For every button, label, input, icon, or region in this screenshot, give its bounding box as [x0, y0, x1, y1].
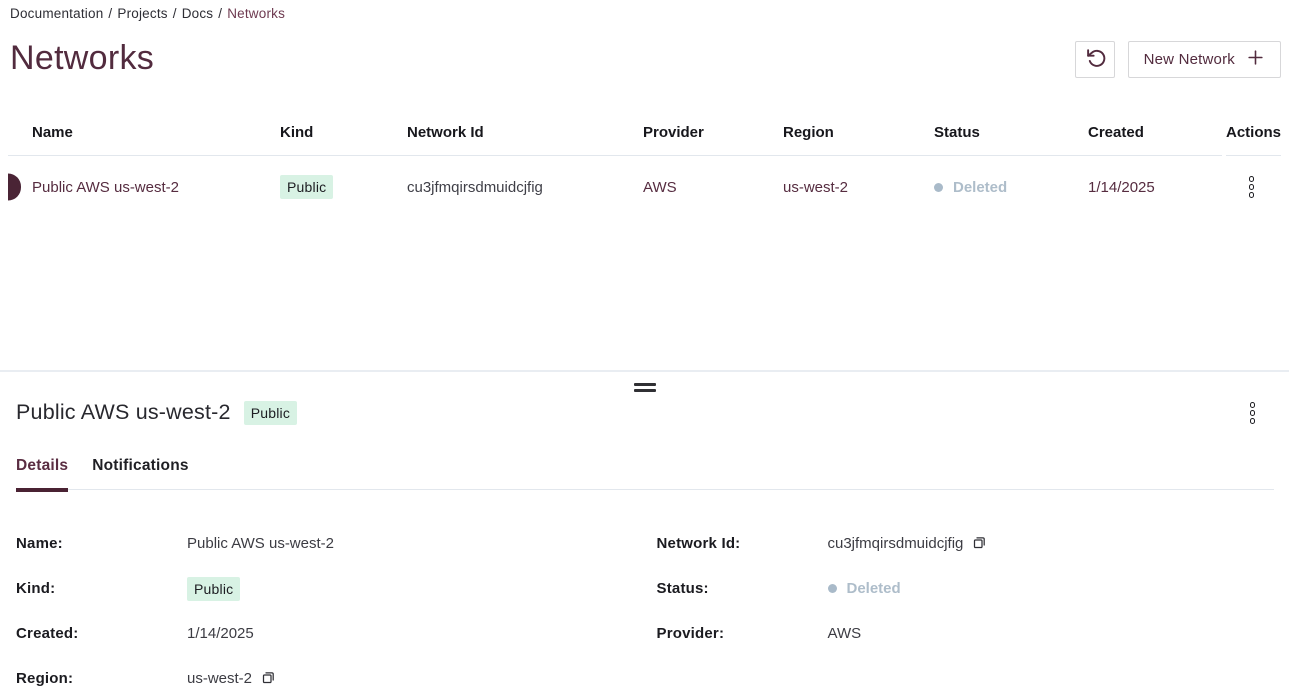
networks-table: Name Kind Network Id Provider Region Sta… — [8, 110, 1282, 218]
breadcrumb-projects[interactable]: Projects — [117, 6, 168, 21]
status-dot-icon — [934, 182, 943, 192]
cell-provider: AWS — [643, 178, 677, 196]
field-created-label: Created: — [16, 625, 79, 642]
drawer-drag-handle-icon[interactable] — [632, 381, 658, 394]
field-region-value: us-west-2 — [187, 670, 253, 687]
field-provider-value: AWS — [827, 625, 862, 642]
cell-name: Public AWS us-west-2 — [8, 173, 280, 201]
field-network-id-value: cu3jfmqirsdmuidcjfig — [827, 535, 964, 552]
details-left-column: Name: Public AWS us-west-2 Kind: Public … — [16, 521, 641, 700]
row-actions-kebab-icon[interactable] — [1245, 172, 1259, 202]
column-header-actions: Actions — [1226, 110, 1282, 156]
field-kind-label: Kind: — [16, 580, 56, 597]
tab-details[interactable]: Details — [16, 453, 69, 492]
cell-kind: Public — [280, 175, 407, 199]
breadcrumb-separator: / — [108, 6, 113, 21]
cell-region: us-west-2 — [783, 178, 849, 196]
cell-created: 1/14/2025 — [1088, 178, 1155, 196]
breadcrumb-networks[interactable]: Networks — [227, 6, 286, 21]
details-panel: Name: Public AWS us-west-2 Kind: Public … — [16, 521, 1281, 700]
field-name-label: Name: — [16, 535, 63, 552]
cell-status: Deleted — [934, 179, 1088, 196]
kind-badge: Public — [280, 175, 334, 199]
field-name: Name: Public AWS us-west-2 — [16, 521, 641, 566]
drawer-header: Public AWS us-west-2 Public — [16, 398, 1273, 428]
page-title: Networks — [10, 39, 155, 77]
drawer-tabs: Details Notifications — [16, 453, 1274, 492]
rotate-ccw-icon — [1084, 47, 1106, 72]
table-row[interactable]: Public AWS us-west-2 Public cu3jfmqirsdm… — [8, 156, 1281, 218]
field-created: Created: 1/14/2025 — [16, 611, 641, 656]
detail-drawer: Public AWS us-west-2 Public Details Noti… — [0, 370, 1289, 700]
breadcrumb-separator: / — [172, 6, 177, 21]
breadcrumb-documentation[interactable]: Documentation — [10, 6, 104, 21]
toolbar: New Network — [1074, 41, 1281, 78]
field-created-value: 1/14/2025 — [187, 625, 254, 642]
drawer-actions-kebab-icon[interactable] — [1246, 398, 1260, 428]
plus-icon — [1246, 48, 1265, 71]
status-dot-icon — [827, 584, 837, 593]
status-badge: Deleted — [953, 178, 1008, 196]
column-header-region: Region — [783, 110, 934, 156]
new-network-button[interactable]: New Network — [1127, 41, 1281, 78]
cell-actions — [1222, 172, 1281, 202]
drawer-title: Public AWS us-west-2 — [16, 400, 231, 425]
drawer-kind-badge: Public — [243, 400, 298, 425]
field-provider: Provider: AWS — [657, 611, 1282, 656]
details-right-column: Network Id: cu3jfmqirsdmuidcjfig — [657, 521, 1282, 700]
network-name: Public AWS us-west-2 — [32, 178, 179, 196]
field-region-label: Region: — [16, 670, 74, 687]
breadcrumb-separator: / — [218, 6, 223, 21]
column-header-created: Created — [1088, 110, 1222, 156]
field-provider-label: Provider: — [656, 625, 725, 642]
copy-region-button[interactable] — [261, 670, 276, 688]
field-status-value: Deleted — [846, 580, 901, 597]
field-kind-badge: Public — [187, 576, 241, 601]
field-network-id-label: Network Id: — [656, 535, 741, 552]
copy-icon — [972, 535, 987, 553]
new-network-label: New Network — [1143, 51, 1235, 68]
selected-row-indicator — [8, 173, 21, 201]
field-network-id: Network Id: cu3jfmqirsdmuidcjfig — [657, 521, 1282, 566]
breadcrumb-docs[interactable]: Docs — [181, 6, 214, 21]
refresh-button[interactable] — [1074, 41, 1115, 78]
copy-network-id-button[interactable] — [972, 535, 987, 553]
breadcrumb: Documentation / Projects / Docs / Networ… — [10, 6, 285, 21]
field-status-label: Status: — [656, 580, 709, 597]
field-status: Status: Deleted — [657, 566, 1282, 611]
field-region: Region: us-west-2 — [16, 656, 641, 700]
field-name-value: Public AWS us-west-2 — [187, 535, 334, 552]
column-header-network-id: Network Id — [407, 110, 643, 156]
column-header-kind: Kind — [280, 110, 407, 156]
copy-icon — [261, 670, 276, 688]
column-header-name: Name — [8, 110, 280, 156]
column-header-provider: Provider — [643, 110, 783, 156]
cell-network-id: cu3jfmqirsdmuidcjfig — [407, 178, 543, 196]
tab-notifications[interactable]: Notifications — [92, 457, 189, 474]
column-header-status: Status — [934, 110, 1088, 156]
table-header-row: Name Kind Network Id Provider Region Sta… — [8, 110, 1282, 156]
field-kind: Kind: Public — [16, 566, 641, 611]
